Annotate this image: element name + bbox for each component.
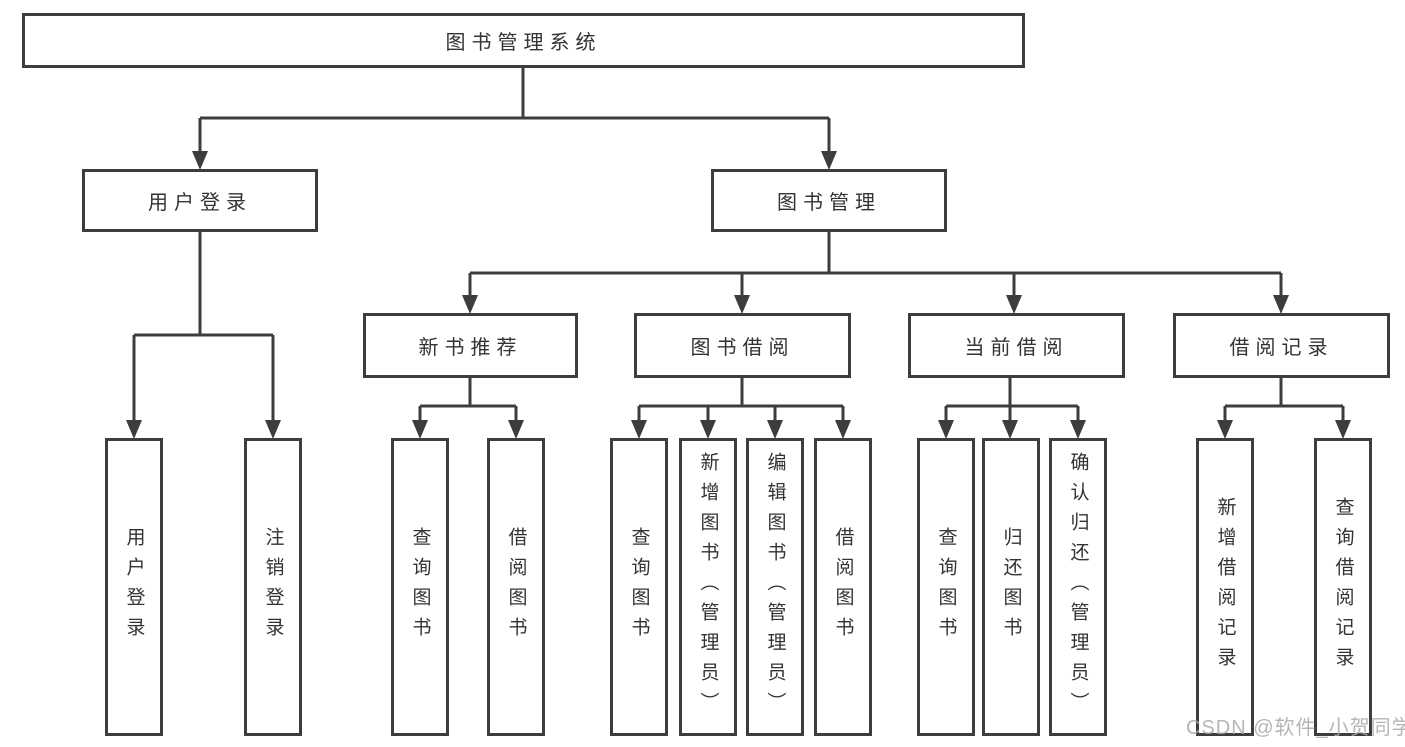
node-borrow-records: 借阅记录 <box>1173 313 1390 378</box>
node-leaf-borrow-books-2-label: 借阅图书 <box>832 527 854 647</box>
node-leaf-add-books-admin: 新增图书（管理员） <box>679 438 737 736</box>
node-leaf-query-books-3: 查询图书 <box>917 438 975 736</box>
node-leaf-query-books-1-label: 查询图书 <box>409 527 431 647</box>
node-current-borrow-label: 当前借阅 <box>964 337 1069 359</box>
node-leaf-borrow-books-2: 借阅图书 <box>814 438 872 736</box>
node-leaf-edit-books-admin-label: 编辑图书（管理员） <box>764 452 786 722</box>
node-user-login: 用户登录 <box>82 169 318 232</box>
node-book-management: 图书管理 <box>711 169 947 232</box>
node-leaf-add-borrow-record-label: 新增借阅记录 <box>1214 497 1236 677</box>
node-book-borrow-label: 图书借阅 <box>690 337 795 359</box>
node-root: 图书管理系统 <box>22 13 1025 68</box>
node-leaf-query-books-2: 查询图书 <box>610 438 668 736</box>
node-current-borrow: 当前借阅 <box>908 313 1125 378</box>
node-leaf-borrow-books-1: 借阅图书 <box>487 438 545 736</box>
node-leaf-edit-books-admin: 编辑图书（管理员） <box>746 438 804 736</box>
node-leaf-query-books-1: 查询图书 <box>391 438 449 736</box>
node-leaf-query-borrow-record-label: 查询借阅记录 <box>1332 497 1354 677</box>
node-leaf-logout: 注销登录 <box>244 438 302 736</box>
node-leaf-return-books-label: 归还图书 <box>1000 527 1022 647</box>
node-book-borrow: 图书借阅 <box>634 313 851 378</box>
node-leaf-query-books-2-label: 查询图书 <box>628 527 650 647</box>
node-leaf-user-login: 用户登录 <box>105 438 163 736</box>
node-leaf-confirm-return-admin: 确认归还（管理员） <box>1049 438 1107 736</box>
node-borrow-records-label: 借阅记录 <box>1229 337 1334 359</box>
node-leaf-logout-label: 注销登录 <box>262 527 284 647</box>
node-user-login-label: 用户登录 <box>148 192 252 214</box>
node-leaf-return-books: 归还图书 <box>982 438 1040 736</box>
node-leaf-add-borrow-record: 新增借阅记录 <box>1196 438 1254 736</box>
node-leaf-query-books-3-label: 查询图书 <box>935 527 957 647</box>
csdn-watermark: CSDN @软件_小贺同学 <box>1186 717 1405 739</box>
node-leaf-add-books-admin-label: 新增图书（管理员） <box>697 452 719 722</box>
node-leaf-query-borrow-record: 查询借阅记录 <box>1314 438 1372 736</box>
node-new-book-recommend-label: 新书推荐 <box>418 337 523 359</box>
node-new-book-recommend: 新书推荐 <box>363 313 578 378</box>
node-book-management-label: 图书管理 <box>777 192 881 214</box>
node-leaf-user-login-label: 用户登录 <box>123 527 145 647</box>
node-leaf-borrow-books-1-label: 借阅图书 <box>505 527 527 647</box>
node-root-label: 图书管理系统 <box>445 32 602 54</box>
node-leaf-confirm-return-admin-label: 确认归还（管理员） <box>1067 452 1089 722</box>
